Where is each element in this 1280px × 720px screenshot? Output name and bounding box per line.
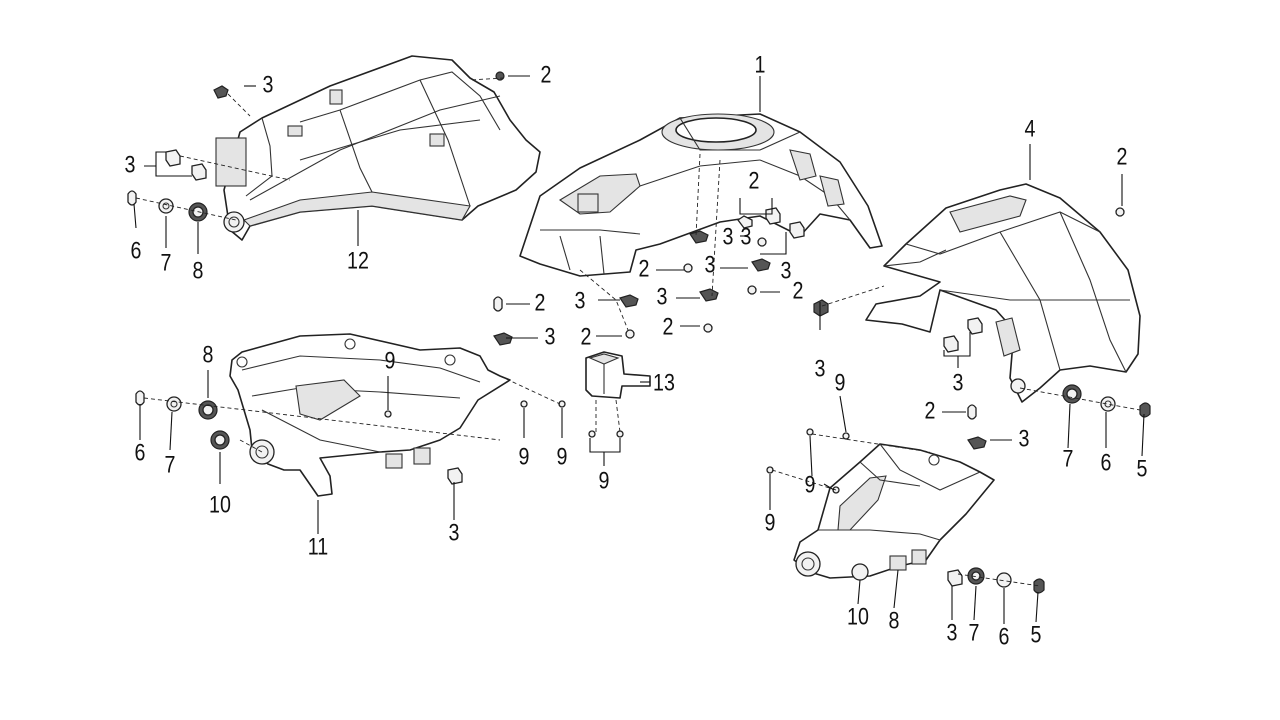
callout-3: 3 xyxy=(125,150,136,177)
callout-3: 3 xyxy=(815,354,826,381)
callout-7: 7 xyxy=(165,450,176,477)
callout-9: 9 xyxy=(519,442,530,469)
callout-7: 7 xyxy=(1063,444,1074,471)
leader-lines xyxy=(133,75,1145,624)
part-11-left-bracket xyxy=(229,333,511,497)
callout-9: 9 xyxy=(805,470,816,497)
callout-3: 3 xyxy=(575,286,586,313)
callout-8: 8 xyxy=(889,606,900,633)
callout-6: 6 xyxy=(999,622,1010,649)
callout-9: 9 xyxy=(557,442,568,469)
hardware-fasteners xyxy=(127,71,1151,594)
callout-3: 3 xyxy=(1019,424,1030,451)
callout-13: 13 xyxy=(653,368,675,395)
callout-3: 3 xyxy=(723,222,734,249)
callout-3: 3 xyxy=(449,518,460,545)
callout-3: 3 xyxy=(263,70,274,97)
callout-11: 11 xyxy=(308,532,328,559)
callout-3: 3 xyxy=(781,256,792,283)
callout-5: 5 xyxy=(1137,454,1148,481)
callout-9: 9 xyxy=(599,466,610,493)
callout-2: 2 xyxy=(581,322,592,349)
lower-right-bracket xyxy=(793,443,995,579)
part-1-tank-cover xyxy=(519,113,883,277)
callout-3: 3 xyxy=(705,250,716,277)
callout-2: 2 xyxy=(541,60,552,87)
callout-2: 2 xyxy=(793,276,804,303)
callout-3: 3 xyxy=(953,368,964,395)
callout-10: 10 xyxy=(209,490,231,517)
callout-7: 7 xyxy=(161,248,172,275)
callout-7: 7 xyxy=(969,618,980,645)
callout-3: 3 xyxy=(657,282,668,309)
part-12-left-inner-cover xyxy=(215,55,541,241)
callout-3: 3 xyxy=(741,222,752,249)
callout-3: 3 xyxy=(545,322,556,349)
callout-1: 1 xyxy=(755,50,766,77)
part-4-right-inner-cover xyxy=(865,183,1141,403)
alignment-lines xyxy=(135,77,1141,587)
callout-6: 6 xyxy=(131,236,142,263)
callout-12: 12 xyxy=(347,246,369,273)
callout-3: 3 xyxy=(947,618,958,645)
callout-6: 6 xyxy=(1101,448,1112,475)
callout-8: 8 xyxy=(203,340,214,367)
callout-6: 6 xyxy=(135,438,146,465)
callout-2: 2 xyxy=(535,288,546,315)
callout-2: 2 xyxy=(1117,142,1128,169)
callout-9: 9 xyxy=(765,508,776,535)
callout-4: 4 xyxy=(1025,114,1036,141)
callout-2: 2 xyxy=(663,312,674,339)
callout-8: 8 xyxy=(193,256,204,283)
callout-5: 5 xyxy=(1031,620,1042,647)
callout-2: 2 xyxy=(925,396,936,423)
callout-10: 10 xyxy=(847,602,869,629)
callout-9: 9 xyxy=(835,368,846,395)
callout-2: 2 xyxy=(639,254,650,281)
part-13-small-bracket xyxy=(585,351,651,399)
callout-labels: 1 2 3 3 6 7 8 12 4 2 2 3 3 2 3 3 2 3 2 2… xyxy=(125,50,1148,649)
callout-9: 9 xyxy=(385,346,396,373)
callout-2: 2 xyxy=(749,166,760,193)
